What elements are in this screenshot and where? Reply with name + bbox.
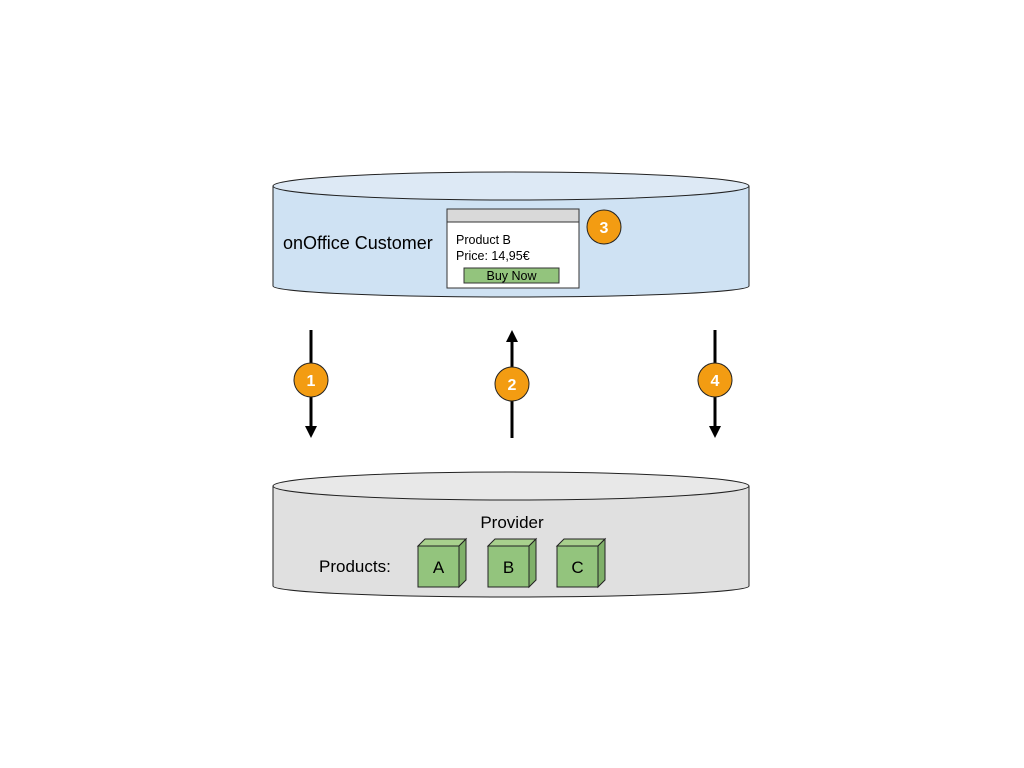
product-popup: Product B Price: 14,95€ Buy Now (446, 208, 580, 289)
step-badge-4-label: 4 (711, 373, 720, 390)
provider-cylinder-top (272, 471, 750, 501)
product-box-c-top (555, 538, 607, 547)
product-box-a-label: A (433, 558, 445, 577)
product-box-b: B (486, 537, 538, 589)
customer-label: onOffice Customer (283, 233, 433, 253)
popup-product-name: Product B (456, 233, 511, 247)
step-badge-3: 3 (586, 209, 622, 245)
step-badge-3-label: 3 (600, 220, 609, 237)
step-badge-2-label: 2 (508, 377, 517, 394)
step-badge-2-circle (494, 366, 530, 402)
buy-now-button-label[interactable]: Buy Now (486, 269, 537, 283)
product-box-c-label: C (571, 558, 583, 577)
arrow-step-1: 1 (293, 330, 329, 438)
product-box-c-front (556, 545, 599, 588)
product-box-a-front (417, 545, 460, 588)
product-box-b-side (528, 537, 537, 589)
provider-cylinder: Provider Products: A B C (272, 471, 750, 598)
arrow-step-2: 2 (494, 330, 530, 438)
customer-cylinder: onOffice Customer Product B Price: 14,95… (272, 171, 750, 298)
product-box-a: A (416, 537, 468, 589)
product-box-a-side (458, 537, 467, 589)
buy-now-button-bg[interactable] (463, 267, 560, 284)
step-badge-3-circle (586, 209, 622, 245)
popup-price: Price: 14,95€ (456, 249, 530, 263)
buy-now-button[interactable]: Buy Now (463, 267, 560, 284)
arrow-step-4: 4 (697, 330, 733, 438)
step-badge-1-label: 1 (307, 373, 316, 390)
product-box-b-front (487, 545, 530, 588)
step-badge-4-circle (697, 362, 733, 398)
products-label: Products: (319, 557, 391, 576)
provider-label: Provider (480, 513, 544, 532)
product-box-b-label: B (503, 558, 514, 577)
popup-titlebar (446, 208, 580, 223)
product-box-a-top (416, 538, 468, 547)
product-box-c: C (555, 537, 607, 589)
product-box-c-side (597, 537, 606, 589)
step-badge-1-circle (293, 362, 329, 398)
customer-cylinder-top (272, 171, 750, 201)
product-box-b-top (486, 538, 538, 547)
